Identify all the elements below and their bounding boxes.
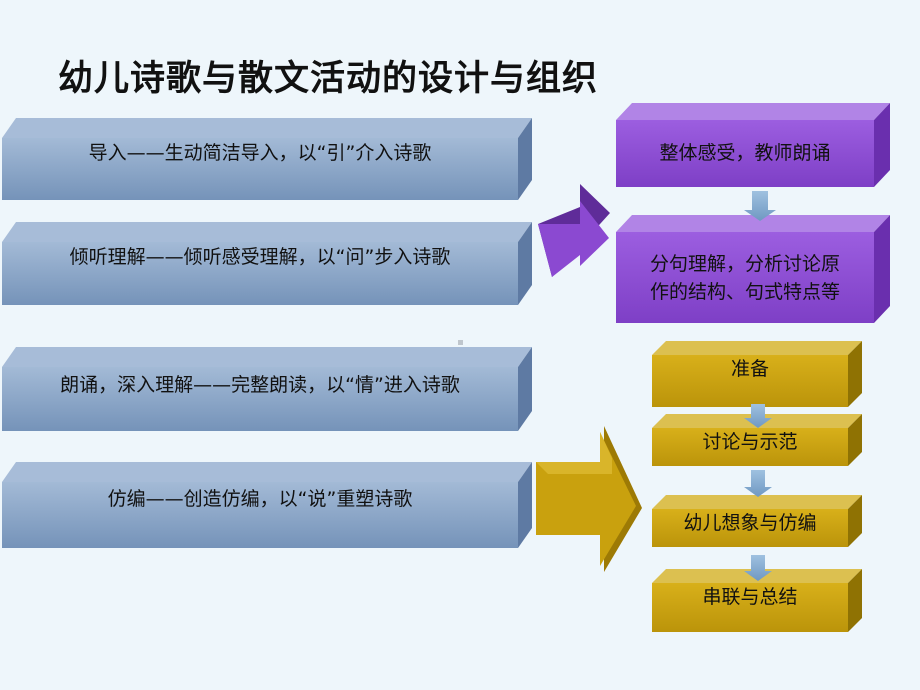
blue-box-2 [2,222,532,305]
gold-step-1-label: 准备 [730,357,769,380]
purple-step-1-label: 整体感受，教师朗诵 [659,142,831,164]
connector-arrow-gold-1 [744,404,772,428]
slide-title: 幼儿诗歌与散文活动的设计与组织 [58,59,599,99]
gold-step-4-label: 串联与总结 [702,585,798,608]
purple-arrow [538,184,610,277]
gold-box-4 [652,569,862,632]
left-step-2-label: 倾听理解——倾听感受理解，以“问”步入诗歌 [69,245,451,268]
connector-arrow-purple [744,191,776,221]
connector-arrow-gold-3 [744,555,772,581]
left-step-3-label: 朗诵，深入理解——完整朗读，以“情”进入诗歌 [60,373,460,396]
connector-arrow-gold-2 [744,470,772,497]
stray-dot [458,340,463,345]
gold-arrow [536,426,642,572]
left-step-4-label: 仿编——创造仿编，以“说”重塑诗歌 [107,487,413,510]
blue-box-4 [2,462,532,548]
purple-step-2-label: 分句理解，分析讨论原 作的结构、句式特点等 [616,248,874,308]
gold-step-2-label: 讨论与示范 [702,430,798,453]
gold-box-1 [652,341,862,407]
gold-step-3-label: 幼儿想象与仿编 [683,511,817,534]
purple-step-2-line-1: 分句理解，分析讨论原 [649,253,840,275]
purple-box-1 [616,103,890,187]
left-step-1-label: 导入——生动简洁导入，以“引”介入诗歌 [88,141,432,164]
purple-step-2-line-2: 作的结构、句式特点等 [649,281,840,303]
purple-box-2 [616,215,890,323]
blue-box-1 [2,118,532,200]
gold-box-3 [652,495,862,547]
blue-box-3 [2,347,532,431]
